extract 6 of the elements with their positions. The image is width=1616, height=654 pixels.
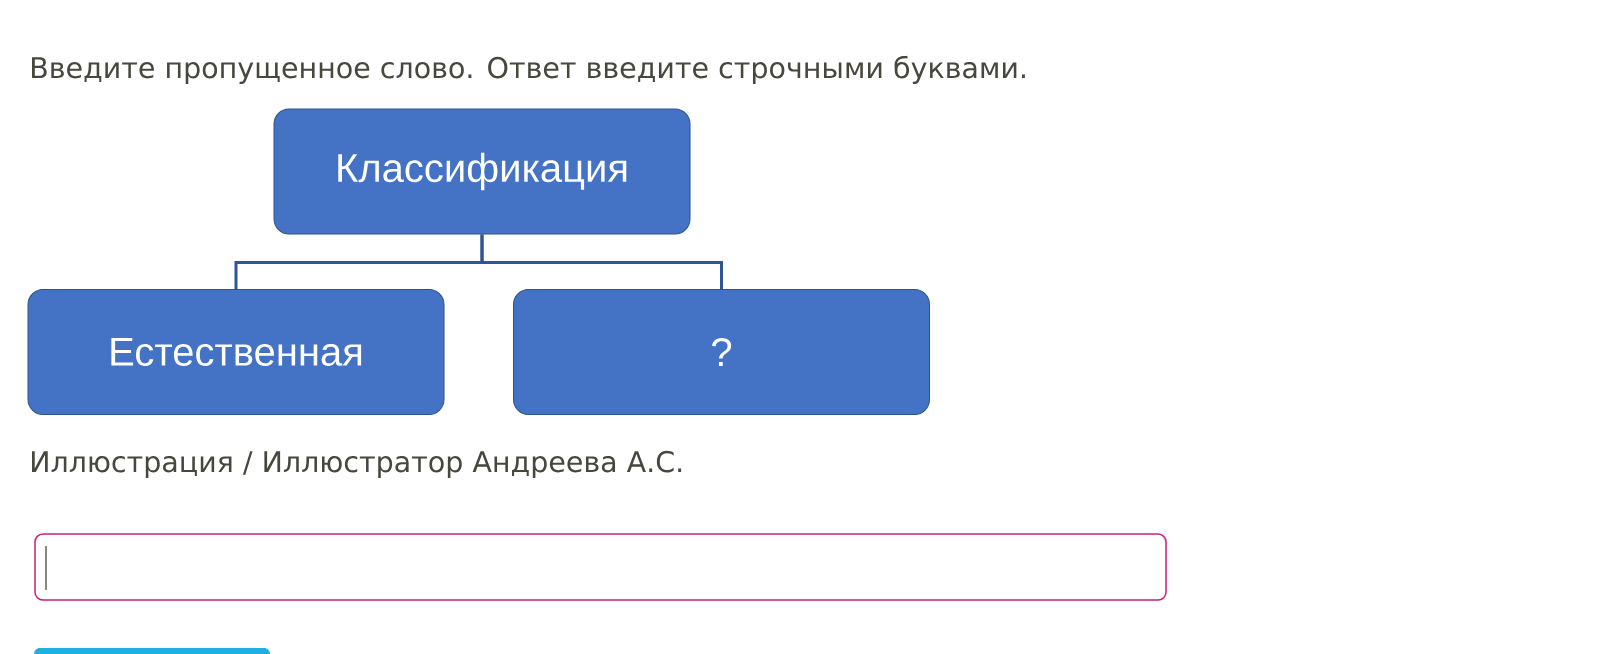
process-box: ?	[513, 289, 930, 415]
instruction-text: Введите пропущенное слово. Ответ введите строчными буквами.	[32, 55, 1025, 84]
process-box: Естественная	[27, 289, 445, 415]
caption-text: Иллюстрация / Иллюстратор Андреева А.С.	[32, 450, 682, 478]
process-box: Классификация	[273, 108, 691, 235]
connector-line	[480, 234, 723, 289]
